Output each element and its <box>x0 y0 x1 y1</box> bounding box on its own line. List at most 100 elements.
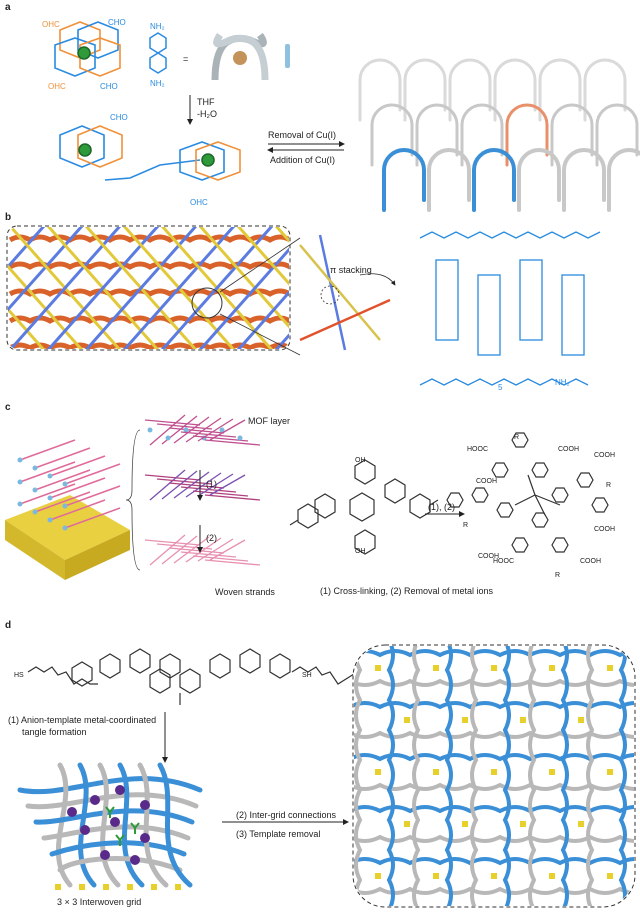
layer-strand <box>168 547 225 554</box>
group-r: R <box>514 434 520 441</box>
connection-node <box>375 665 381 671</box>
network-strand <box>354 649 634 658</box>
connection-node <box>404 821 410 827</box>
connection-node <box>491 665 497 671</box>
arch-strand <box>517 148 561 212</box>
yellow-fiber <box>0 226 6 350</box>
network-strand <box>412 646 421 906</box>
arch-strand <box>493 58 537 122</box>
benzidine-linker <box>149 32 167 74</box>
panel-c-caption: (1) Cross-linking, (2) Removal of metal … <box>320 586 494 596</box>
benzene-ring <box>491 462 509 478</box>
network-strand <box>354 805 634 814</box>
connection-node <box>549 873 555 879</box>
catenate-polymer-molecule <box>59 125 241 181</box>
metal-ion <box>110 817 120 827</box>
orange-fiber <box>8 342 289 349</box>
arch-strand <box>370 103 414 167</box>
cube-strand <box>19 483 76 505</box>
metal-node <box>17 501 23 507</box>
connection-node <box>607 665 613 671</box>
ligand-strand <box>49 840 187 857</box>
connection-node <box>491 769 497 775</box>
arch-strand <box>550 103 594 167</box>
arch-strand <box>595 103 639 167</box>
metal-ion <box>100 850 110 860</box>
connection-node <box>433 769 439 775</box>
benzene-ring <box>576 472 594 488</box>
connection-node <box>433 873 439 879</box>
yellow-fiber <box>8 227 46 349</box>
layer-strand <box>204 494 261 501</box>
step1-line2: tangle formation <box>22 727 87 737</box>
pi-stacking-arrow <box>359 273 396 286</box>
metal-ion <box>90 795 100 805</box>
layer-strand <box>192 555 249 562</box>
group-hooc: HOOC <box>467 446 488 453</box>
anion-template <box>115 834 125 846</box>
network-strand <box>354 730 634 739</box>
peptide-perylene-molecule <box>419 231 601 386</box>
layer-strand <box>185 537 222 563</box>
crossing-strand-schematic <box>299 234 391 351</box>
connection-node <box>607 769 613 775</box>
layer-strand <box>204 439 261 446</box>
group-cooh: COOH <box>594 526 615 533</box>
arch-strand <box>607 148 640 212</box>
group-r: R <box>606 482 612 489</box>
copper-catenate-molecule <box>54 21 121 77</box>
group-cho: CHO <box>108 18 126 27</box>
panel-label-b: b <box>5 212 12 223</box>
connection-node <box>491 873 497 879</box>
group-r: R <box>463 522 469 529</box>
cube-strand <box>49 455 106 477</box>
connection-node <box>549 769 555 775</box>
metal-node <box>47 495 53 501</box>
step1-line1: (1) Anion-template metal-coordinated <box>8 715 157 725</box>
cube-strand <box>64 485 121 507</box>
connection-node <box>520 821 526 827</box>
equals-sign: = <box>183 54 189 64</box>
layer-strand <box>144 474 201 481</box>
benzene-ring <box>511 432 529 448</box>
connection-node <box>375 873 381 879</box>
crosslink-arrow-label: (1), (2) <box>428 502 455 512</box>
metal-node <box>165 435 171 441</box>
connection-node <box>578 717 584 723</box>
arch-strand <box>448 58 492 122</box>
metal-node <box>219 427 225 433</box>
layer-strand <box>149 469 186 501</box>
inter-grid-label: (2) Inter-grid connections <box>236 810 337 820</box>
blue-fiber <box>236 227 289 349</box>
blue-fiber <box>8 227 84 349</box>
yellow-fiber <box>236 227 289 349</box>
layer-strand <box>144 419 201 426</box>
cube-strand <box>49 477 106 499</box>
pi-stacking-label: π stacking <box>330 265 372 275</box>
blue-fiber <box>84 227 198 349</box>
metal-node <box>17 457 23 463</box>
woven-fiber-box <box>6 225 291 351</box>
blue-fiber <box>160 227 274 349</box>
metal-ion <box>67 807 77 817</box>
layer-strand <box>192 490 249 497</box>
metal-ion <box>140 800 150 810</box>
interwoven-grid-3x3 <box>17 762 203 890</box>
metal-node <box>17 479 23 485</box>
layer-strand <box>161 535 198 565</box>
arch-strand <box>460 103 504 167</box>
group-r: R <box>555 572 561 579</box>
network-strand <box>528 646 537 906</box>
benzene-ring <box>471 487 489 503</box>
group-cooh: COOH <box>580 558 601 565</box>
thiol-end <box>55 884 61 890</box>
benzene-ring <box>551 537 569 553</box>
layer-strand <box>168 482 225 489</box>
connection-node <box>520 717 526 723</box>
ligand-strand <box>157 762 193 888</box>
step2-label: (2) <box>206 533 217 543</box>
network-strand <box>354 834 634 843</box>
thiol-end <box>103 884 109 890</box>
woven-fiber-pattern <box>0 226 289 350</box>
network-strand <box>354 678 634 687</box>
